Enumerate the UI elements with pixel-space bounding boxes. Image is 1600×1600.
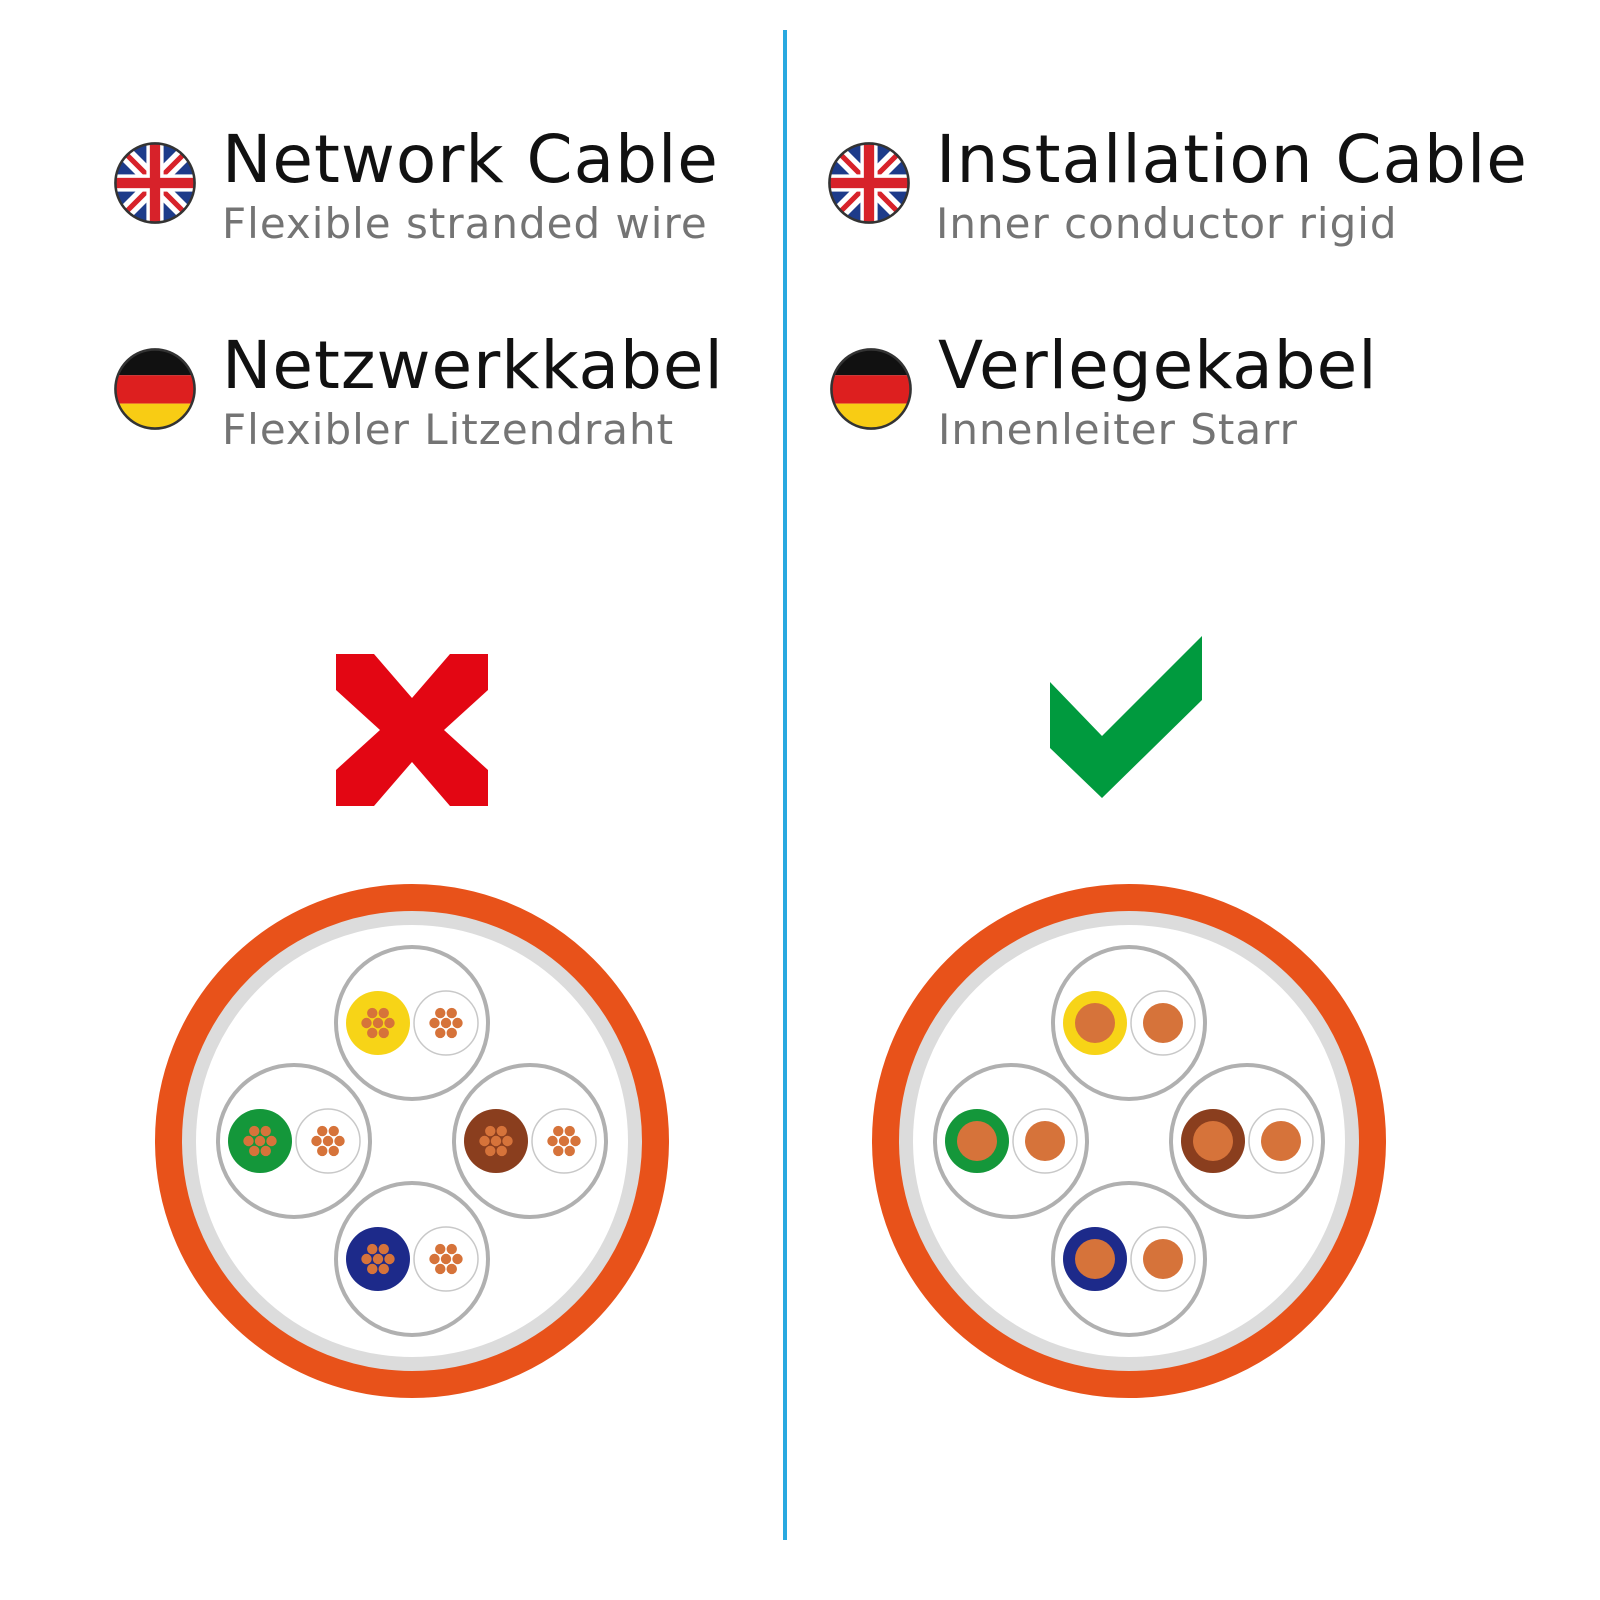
copper-solid-core xyxy=(1075,1003,1115,1043)
copper-strand xyxy=(435,1263,446,1275)
copper-strand xyxy=(496,1145,507,1157)
solid-cable-cross-section xyxy=(872,884,1386,1398)
copper-strand xyxy=(435,1027,446,1039)
stranded-cable-cross-section xyxy=(155,884,669,1398)
copper-strand xyxy=(384,1017,395,1029)
copper-strand xyxy=(260,1145,271,1157)
pair-yellow xyxy=(334,945,490,1101)
copper-solid-core xyxy=(1075,1239,1115,1279)
cable-shield xyxy=(182,911,642,1371)
copper-strand xyxy=(249,1145,260,1157)
copper-strand xyxy=(435,1243,446,1255)
copper-strand xyxy=(372,1253,384,1265)
pair-green xyxy=(933,1063,1089,1219)
de-subtitle: Flexibler Litzendraht xyxy=(222,405,675,454)
copper-strand xyxy=(378,1027,389,1039)
copper-strand xyxy=(553,1125,564,1137)
en-label-row: Network Cable Flexible stranded wire xyxy=(112,122,719,250)
copper-strand xyxy=(490,1135,502,1147)
copper-strand xyxy=(334,1135,345,1147)
copper-solid-core xyxy=(1193,1121,1233,1161)
pair-brown xyxy=(1169,1063,1325,1219)
copper-strand xyxy=(367,1007,378,1019)
copper-strand xyxy=(361,1253,372,1265)
copper-strand xyxy=(547,1135,558,1147)
copper-solid-core xyxy=(1261,1121,1301,1161)
copper-strand xyxy=(479,1135,490,1147)
copper-strand xyxy=(328,1125,339,1137)
pair-green xyxy=(216,1063,372,1219)
copper-strand xyxy=(322,1135,334,1147)
copper-strand xyxy=(266,1135,277,1147)
copper-strand xyxy=(361,1017,372,1029)
copper-strand xyxy=(378,1263,389,1275)
copper-strand xyxy=(446,1243,457,1255)
en-title: Installation Cable xyxy=(936,121,1528,198)
center-divider xyxy=(783,30,787,1540)
copper-strand xyxy=(564,1145,575,1157)
copper-solid-core xyxy=(957,1121,997,1161)
en-label-row: Installation Cable Inner conductor rigid xyxy=(826,122,1528,250)
copper-strand xyxy=(502,1135,513,1147)
cable-jacket xyxy=(155,884,669,1398)
copper-strand xyxy=(367,1263,378,1275)
copper-strand xyxy=(553,1145,564,1157)
copper-strand xyxy=(435,1007,446,1019)
copper-strand xyxy=(446,1027,457,1039)
de-label-row: Netzwerkkabel Flexibler Litzendraht xyxy=(112,328,724,456)
copper-strand xyxy=(367,1027,378,1039)
copper-solid-core xyxy=(1025,1121,1065,1161)
copper-strand xyxy=(328,1145,339,1157)
copper-strand xyxy=(446,1007,457,1019)
checkmark-icon xyxy=(1050,636,1202,798)
copper-strand xyxy=(260,1125,271,1137)
cross-icon xyxy=(336,654,488,806)
en-subtitle: Flexible stranded wire xyxy=(222,199,708,248)
copper-strand xyxy=(446,1263,457,1275)
copper-strand xyxy=(452,1017,463,1029)
copper-strand xyxy=(378,1243,389,1255)
copper-strand xyxy=(564,1125,575,1137)
pair-brown xyxy=(452,1063,608,1219)
de-subtitle: Innenleiter Starr xyxy=(938,405,1298,454)
copper-strand xyxy=(452,1253,463,1265)
copper-solid-core xyxy=(1143,1003,1183,1043)
cable-jacket xyxy=(872,884,1386,1398)
copper-strand xyxy=(440,1253,452,1265)
copper-strand xyxy=(440,1017,452,1029)
en-subtitle: Inner conductor rigid xyxy=(936,199,1398,248)
copper-strand xyxy=(254,1135,266,1147)
copper-strand xyxy=(485,1125,496,1137)
copper-strand xyxy=(384,1253,395,1265)
copper-strand xyxy=(243,1135,254,1147)
de-title: Netzwerkkabel xyxy=(222,327,724,404)
de-title: Verlegekabel xyxy=(938,327,1378,404)
copper-strand xyxy=(485,1145,496,1157)
copper-strand xyxy=(372,1017,384,1029)
germany-flag-icon xyxy=(830,348,912,430)
copper-strand xyxy=(378,1007,389,1019)
copper-strand xyxy=(311,1135,322,1147)
pair-blue xyxy=(334,1181,490,1337)
de-label-row: Verlegekabel Innenleiter Starr xyxy=(828,328,1378,456)
en-title: Network Cable xyxy=(222,121,719,198)
network-cable-panel: Network Cable Flexible stranded wire Net… xyxy=(0,0,780,1600)
uk-flag-icon xyxy=(828,142,910,224)
copper-strand xyxy=(558,1135,570,1147)
installation-cable-panel: Installation Cable Inner conductor rigid… xyxy=(790,0,1570,1600)
uk-flag-icon xyxy=(114,142,196,224)
copper-solid-core xyxy=(1143,1239,1183,1279)
copper-strand xyxy=(249,1125,260,1137)
copper-strand xyxy=(429,1017,440,1029)
copper-strand xyxy=(496,1125,507,1137)
copper-strand xyxy=(570,1135,581,1147)
copper-strand xyxy=(317,1145,328,1157)
cable-shield xyxy=(899,911,1359,1371)
pair-blue xyxy=(1051,1181,1207,1337)
pair-yellow xyxy=(1051,945,1207,1101)
copper-strand xyxy=(317,1125,328,1137)
germany-flag-icon xyxy=(114,348,196,430)
copper-strand xyxy=(367,1243,378,1255)
copper-strand xyxy=(429,1253,440,1265)
